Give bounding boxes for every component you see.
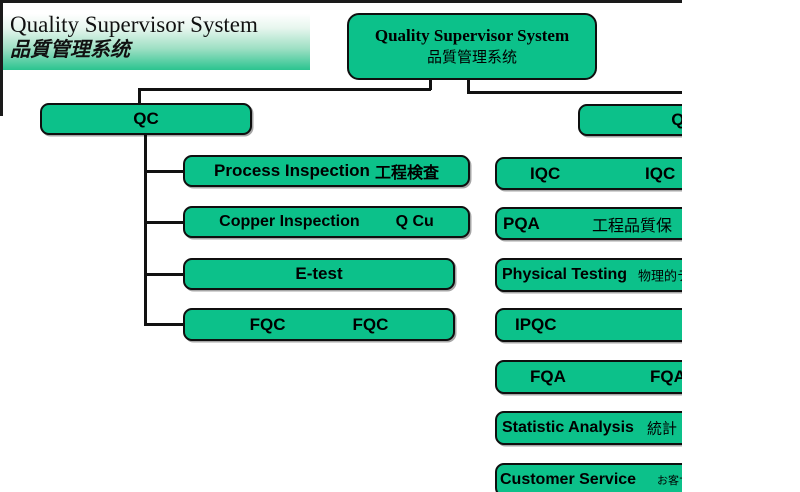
node-label-en: FQC: [249, 314, 286, 334]
node-pqa: PQA 工程品質保: [495, 207, 682, 240]
node-qa: QA: [578, 104, 682, 136]
node-qa-label: QA: [671, 110, 682, 129]
node-qc-label: QC: [133, 109, 159, 128]
node-label-jp: 物理的テ: [638, 268, 682, 284]
connector-horizontal-left: [138, 88, 431, 91]
title-banner: Quality Supervisor System 品質管理系统: [3, 10, 310, 70]
node-label-jp: 工程品質保: [592, 217, 673, 235]
node-label-en: Statistic Analysis: [502, 419, 634, 436]
connector-root-drop-right: [467, 80, 470, 93]
connector-stub-e-test: [144, 273, 184, 276]
node-label-code: Q Cu: [395, 213, 434, 230]
node-process-inspection: Process Inspection 工程検査: [183, 155, 470, 187]
node-label-jp: お客サ: [657, 475, 682, 487]
banner-subtitle: 品質管理系统: [10, 39, 130, 62]
node-fqa: FQA FQA: [495, 360, 682, 394]
node-label-jp: 工程検査: [374, 165, 439, 182]
node-fqc: FQC FQC: [183, 308, 455, 341]
slide-canvas: Quality Supervisor System 品質管理系统 Quality…: [0, 0, 682, 492]
connector-stub-process-inspection: [144, 170, 184, 173]
node-copper-inspection: Copper Inspection Q Cu: [183, 206, 470, 238]
node-e-test: E-test: [183, 258, 455, 290]
node-label-en: Customer Service: [500, 471, 637, 488]
connector-root-drop-left: [429, 80, 432, 90]
node-label-en: Process Inspection: [214, 161, 370, 180]
node-qc: QC: [40, 103, 252, 135]
node-label-en: Copper Inspection: [219, 213, 360, 230]
node-label-en: E-test: [295, 264, 343, 283]
root-subtitle: 品質管理系统: [426, 49, 517, 66]
node-label-en: PQA: [503, 213, 540, 233]
slide-top-border: [0, 0, 682, 3]
node-ipqc: IPQC: [495, 308, 682, 342]
node-label-en: IQC: [530, 163, 561, 183]
node-customer-service: Customer Service お客サ: [495, 463, 682, 492]
connector-stub-fqc: [144, 323, 184, 326]
node-label-en: Physical Testing: [502, 266, 628, 283]
node-root: Quality Supervisor System 品質管理系统: [347, 13, 597, 80]
node-label-code: IQC: [645, 163, 676, 183]
node-physical-testing: Physical Testing 物理的テ: [495, 258, 682, 292]
connector-qc-trunk: [144, 134, 147, 325]
slide-left-border: [0, 0, 3, 116]
node-label-code: FQC: [352, 314, 389, 334]
connector-horizontal-right: [467, 91, 682, 94]
connector-stub-copper-inspection: [144, 221, 184, 224]
node-label-code: FQA: [650, 367, 682, 386]
root-title: Quality Supervisor System: [374, 26, 570, 45]
node-statistic-analysis: Statistic Analysis 統計: [495, 411, 682, 445]
connector-drop-qc: [138, 88, 141, 105]
node-label-jp: 統計: [647, 420, 678, 438]
node-label-en: IPQC: [515, 315, 557, 334]
node-iqc: IQC IQC: [495, 157, 682, 190]
node-label-en: FQA: [530, 367, 566, 386]
banner-title: Quality Supervisor System: [10, 12, 258, 37]
